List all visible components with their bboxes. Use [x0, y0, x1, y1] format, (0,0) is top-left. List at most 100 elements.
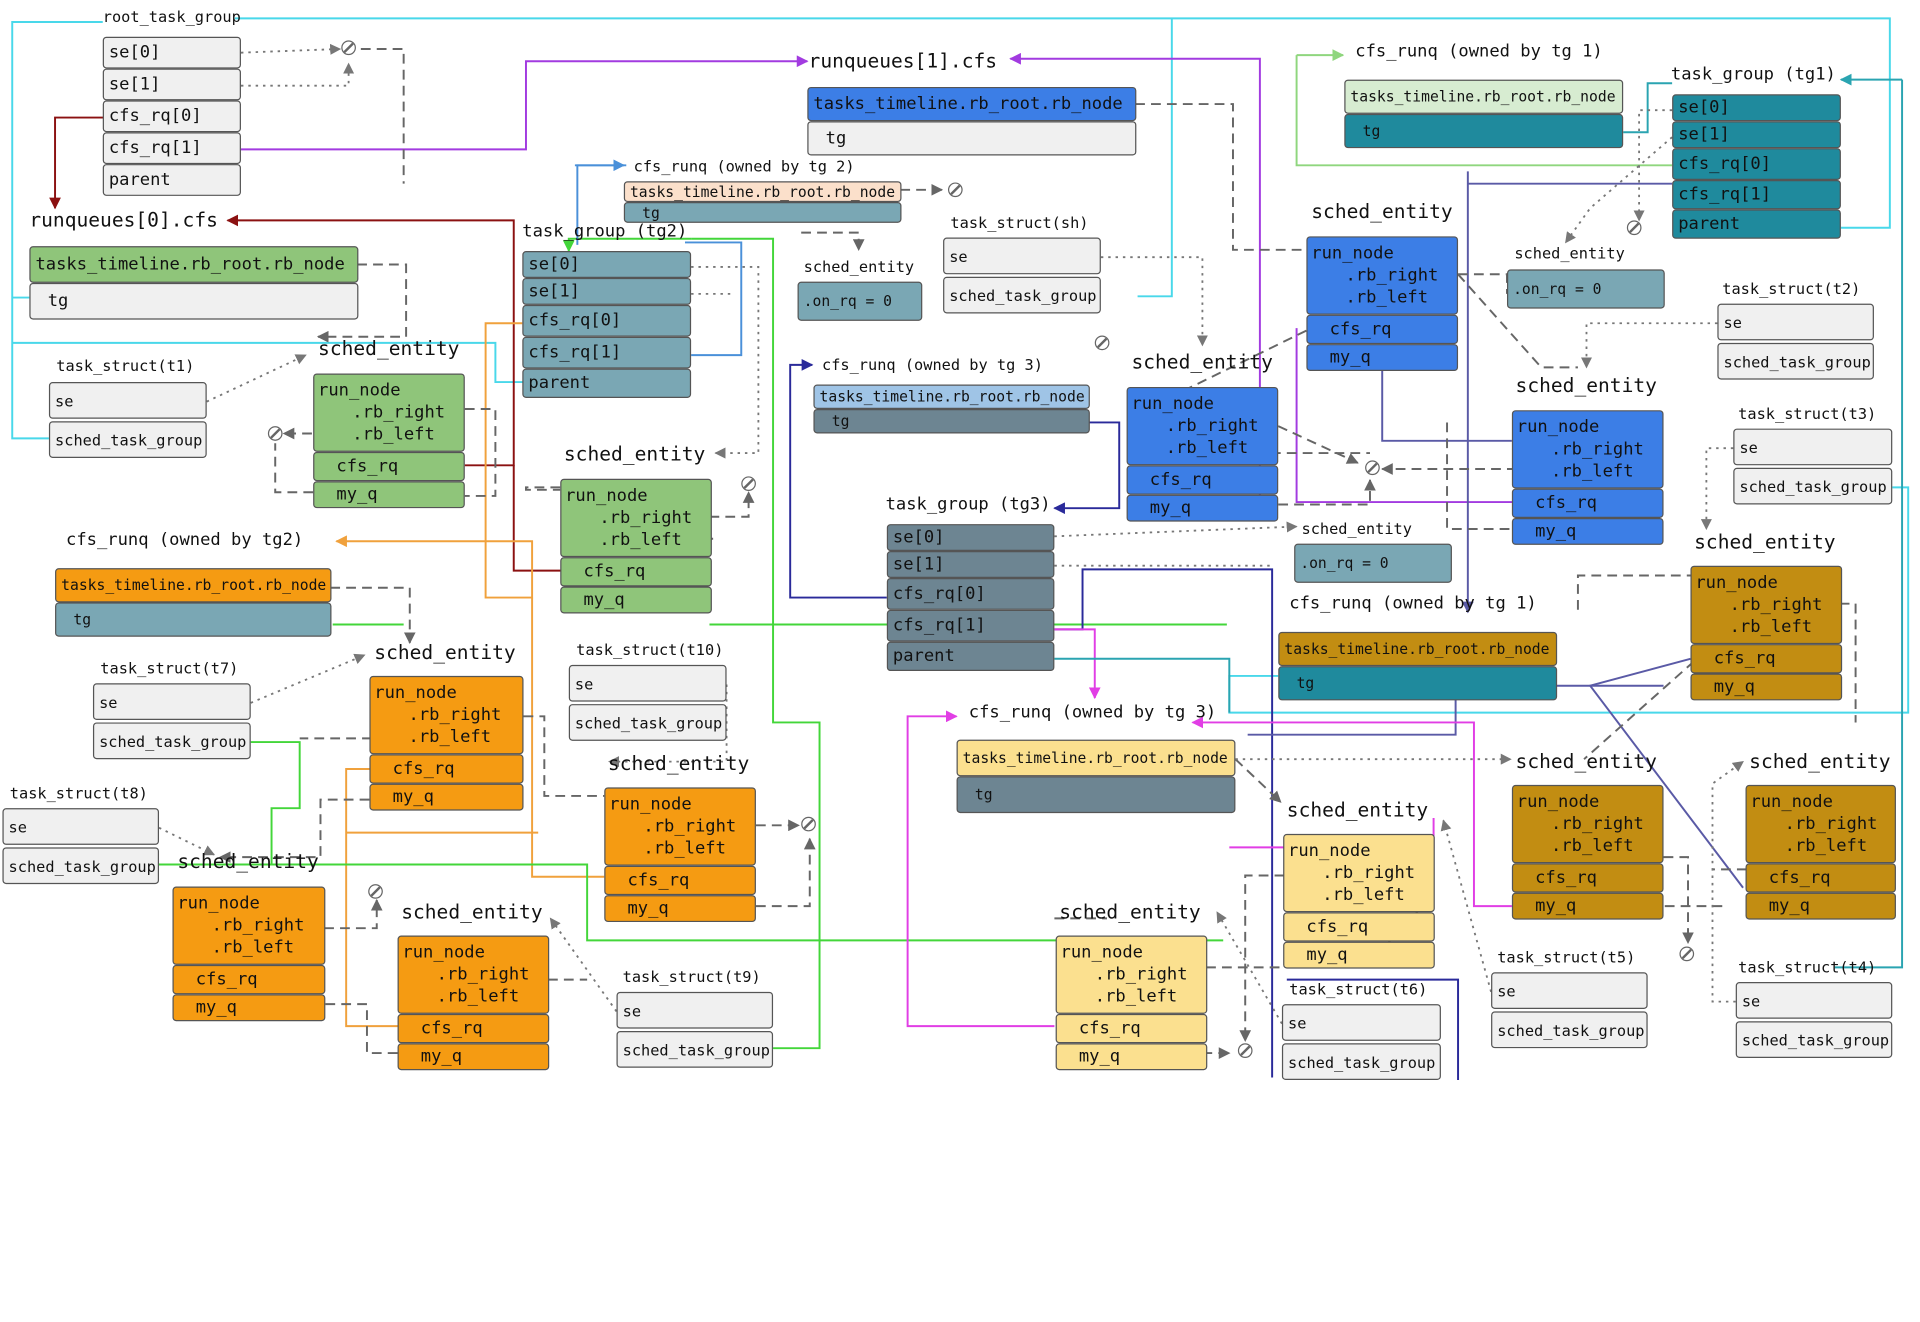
field-se: se — [48, 382, 207, 419]
run-node-field: run_node.rb_right.rb_left — [1283, 833, 1435, 913]
sched-entity-label: sched_entity — [1301, 519, 1412, 538]
field-se: se — [616, 991, 774, 1029]
null-pointer-icon — [1626, 220, 1642, 236]
field-rb-right: .rb_right — [1551, 439, 1644, 460]
field-sched-task-group: sched_task_group — [616, 1031, 774, 1068]
field-sched-task-group: sched_task_group — [1491, 1011, 1648, 1049]
field-timeline: tasks_timeline.rb_root.rb_node — [29, 246, 359, 283]
field-rb-right: .rb_right — [436, 964, 530, 985]
field-timeline: tasks_timeline.rb_root.rb_node — [623, 181, 902, 203]
run-node-field: run_node.rb_right.rb_left — [172, 886, 326, 965]
field-on-rq: .on_rq = 0 — [1294, 543, 1452, 583]
field-rb-left: .rb_left — [352, 424, 435, 445]
field-cfs-rq1: cfs_rq[1] — [102, 132, 241, 165]
run-node-field: run_node.rb_right.rb_left — [1306, 236, 1459, 315]
field-my-q: my_q — [604, 895, 756, 923]
field-cfs-rq1: cfs_rq[1] — [886, 609, 1055, 642]
field-cfs-rq0: cfs_rq[0] — [522, 304, 692, 337]
run-node-field: run_node.rb_right.rb_left — [1511, 410, 1664, 489]
task-struct-t9-label: task_struct(t9) — [622, 967, 761, 986]
field-rb-left: .rb_left — [436, 986, 520, 1007]
field-run-node: run_node — [402, 942, 485, 963]
cfs-runq-tg2-left-label: cfs_runq (owned by tg2) — [66, 530, 304, 550]
field-cfs-rq: cfs_rq — [1511, 488, 1664, 518]
task-group-tg3-label: task_group (tg3) — [885, 494, 1051, 515]
field-se1: se[1] — [102, 68, 241, 101]
null-pointer-icon — [1365, 460, 1380, 476]
sched-entity-label: sched_entity — [1059, 900, 1201, 924]
runqueues-0-cfs-label: runqueues[0].cfs — [29, 208, 218, 232]
field-run-node: run_node — [374, 683, 457, 703]
field-cfs-rq: cfs_rq — [1283, 912, 1435, 942]
field-tg: tg — [55, 602, 332, 637]
field-my-q: my_q — [1126, 494, 1279, 522]
field-se: se — [1491, 972, 1648, 1009]
field-rb-left: .rb_left — [599, 530, 682, 550]
field-run-node: run_node — [1288, 841, 1371, 861]
field-tg: tg — [1278, 666, 1558, 701]
field-on-rq: .on_rq = 0 — [797, 281, 923, 321]
field-rb-left: .rb_left — [643, 838, 726, 859]
field-run-node: run_node — [1311, 243, 1394, 264]
field-rb-left: .rb_left — [1165, 438, 1249, 458]
sched-entity-label: sched_entity — [1694, 530, 1836, 554]
task-group-tg2: se[0]se[1]cfs_rq[0]cfs_rq[1]parent — [522, 251, 692, 398]
task-struct-sh-label: task_struct(sh) — [950, 213, 1089, 232]
field-timeline: tasks_timeline.rb_root.rb_node — [813, 384, 1090, 409]
field-tg: tg — [956, 776, 1236, 814]
run-node-field: run_node.rb_right.rb_left — [1055, 935, 1208, 1014]
field-sched-task-group: sched_task_group — [943, 276, 1101, 314]
field-cfs-rq0: cfs_rq[0] — [886, 577, 1055, 610]
run-node-field: run_node.rb_right.rb_left — [1690, 565, 1843, 645]
field-run-node: run_node — [1060, 942, 1144, 963]
field-cfs-rq: cfs_rq — [397, 1013, 550, 1044]
field-rb-right: .rb_right — [408, 705, 502, 725]
field-se: se — [1735, 982, 1893, 1019]
field-cfs-rq: cfs_rq — [313, 451, 465, 482]
field-rb-left: .rb_left — [1784, 836, 1868, 856]
field-cfs-rq: cfs_rq — [369, 754, 524, 784]
field-se0: se[0] — [1672, 94, 1841, 122]
run-node-field: run_node.rb_right.rb_left — [369, 675, 524, 755]
field-cfs-rq: cfs_rq — [1745, 863, 1896, 893]
field-sched-task-group: sched_task_group — [92, 722, 251, 760]
field-rb-left: .rb_left — [408, 727, 492, 747]
field-run-node: run_node — [565, 486, 648, 506]
runqueues-1-cfs-label: runqueues[1].cfs — [808, 48, 998, 73]
sched-entity-label: sched_entity — [1311, 199, 1453, 223]
task-struct-t7-label: task_struct(t7) — [100, 658, 239, 678]
field-tg: tg — [813, 408, 1090, 434]
field-se: se — [1281, 1004, 1441, 1041]
run-node-field: run_node.rb_right.rb_left — [1126, 386, 1279, 466]
task-struct-t3-label: task_struct(t3) — [1738, 404, 1877, 423]
field-my-q: my_q — [313, 481, 465, 509]
field-sched-task-group: sched_task_group — [568, 704, 727, 741]
root-task-group: se[0]se[1]cfs_rq[0]cfs_rq[1]parent — [102, 36, 241, 196]
null-pointer-icon — [267, 426, 283, 441]
field-cfs-rq: cfs_rq — [1126, 465, 1279, 495]
null-pointer-icon — [741, 476, 756, 492]
sched-entity-tg1: .on_rq = 0 — [1506, 269, 1665, 309]
field-rb-left: .rb_left — [1551, 461, 1634, 482]
field-rb-right: .rb_right — [599, 508, 693, 528]
field-cfs-rq1: cfs_rq[1] — [522, 336, 692, 369]
task-group-tg1: se[0]se[1]cfs_rq[0]cfs_rq[1]parent — [1672, 94, 1841, 239]
run-node-field: run_node.rb_right.rb_left — [560, 478, 712, 558]
task-struct-t8-label: task_struct(t8) — [9, 783, 148, 803]
field-cfs-rq: cfs_rq — [560, 557, 712, 587]
